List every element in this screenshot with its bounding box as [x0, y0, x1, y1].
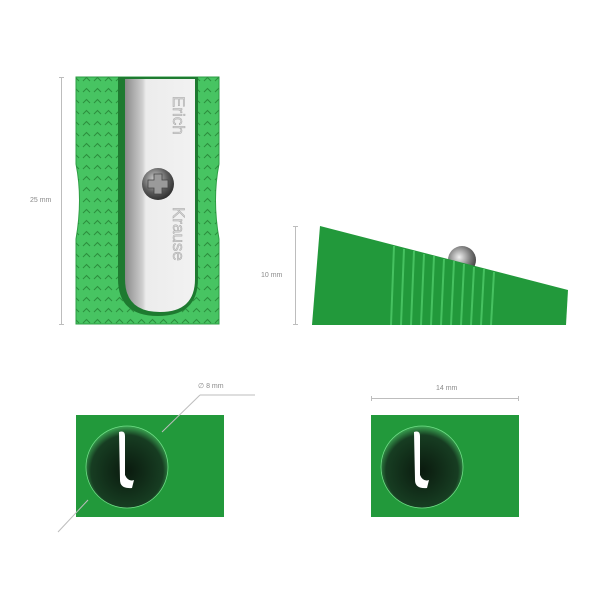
brand-engraving-krause: Krause	[169, 207, 188, 261]
height-dimension-line	[61, 77, 62, 325]
diameter-label: ∅ 8 mm	[198, 383, 224, 390]
top-view: 25 mm Erich	[0, 0, 260, 340]
front-view-left: ∅ 8 mm	[50, 370, 270, 540]
height-dimension-label: 10 mm	[261, 272, 283, 279]
sharpener-front-illustration	[371, 415, 519, 517]
side-view: 10 mm	[261, 210, 580, 340]
height-dimension-label: 25 mm	[30, 197, 52, 204]
sharpener-front-illustration	[57, 394, 255, 533]
brand-engraving-erich: Erich	[169, 96, 188, 135]
diameter-symbol: ∅	[198, 383, 205, 390]
sharpener-top-illustration: Erich Krause	[75, 76, 220, 325]
sharpener-side-illustration	[312, 226, 568, 326]
front-view-right: 14 mm	[360, 370, 530, 530]
width-dimension-label: 14 mm	[436, 385, 458, 392]
width-dimension-line	[371, 398, 519, 399]
height-dimension-line	[295, 226, 296, 325]
